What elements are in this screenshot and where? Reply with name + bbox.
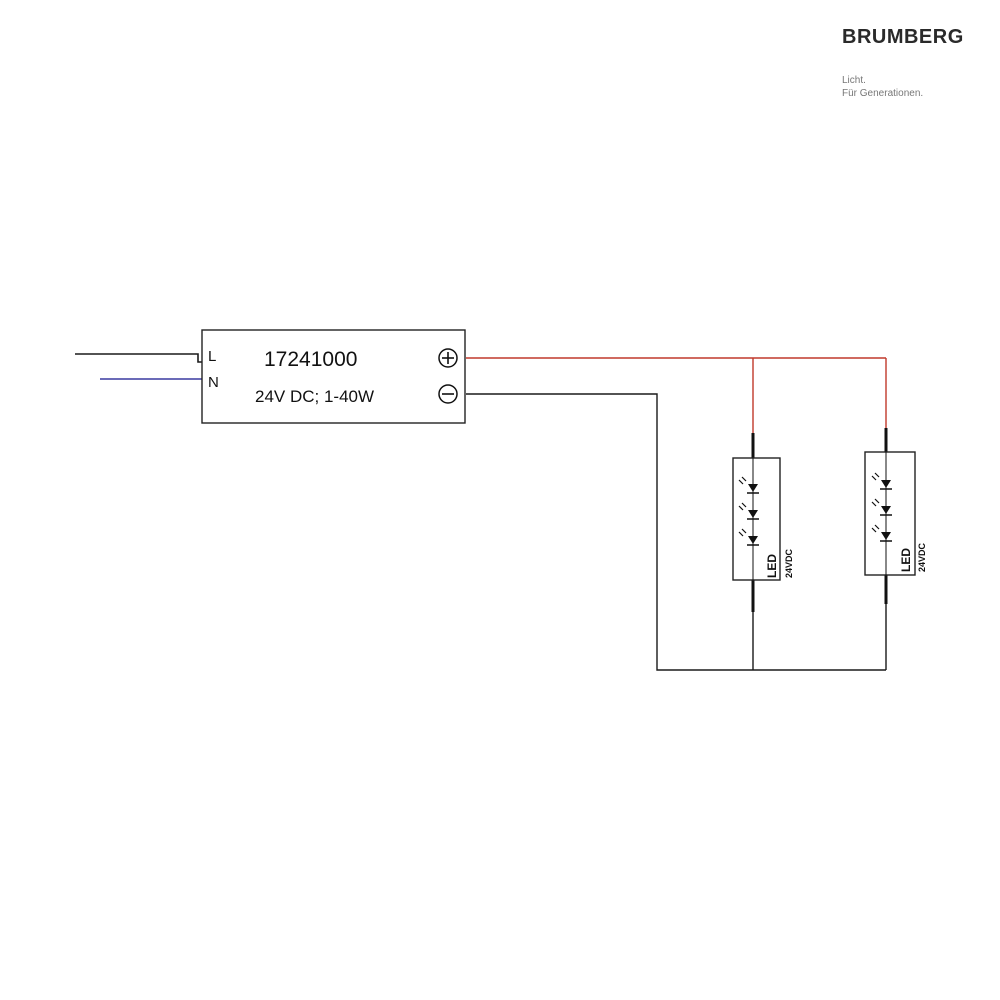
led-module-label: LED <box>765 554 779 578</box>
driver-rating: 24V DC; 1-40W <box>255 387 374 406</box>
positive-wire <box>466 357 887 433</box>
driver-input-n-label: N <box>208 374 219 391</box>
driver-model-number: 17241000 <box>264 348 357 371</box>
led-diode-icon <box>871 472 892 490</box>
led-diode-icon <box>738 528 759 546</box>
led-diode-icon <box>871 524 892 542</box>
led-diode-icon <box>871 498 892 516</box>
led-module-voltage: 24VDC <box>917 542 927 572</box>
led-module-1: LED 24VDC <box>732 433 794 612</box>
brand-tagline-line-1: Licht. <box>842 75 866 86</box>
led-diode-icon <box>738 476 759 494</box>
brand-logo: BRUMBERG Licht. Für Generationen. <box>820 18 985 108</box>
led-diode-icon <box>738 502 759 520</box>
line-wire <box>75 353 204 363</box>
brand-tagline-line-2: Für Generationen. <box>842 88 924 99</box>
led-module-2: LED 24VDC <box>864 428 927 604</box>
minus-terminal-icon <box>438 384 458 404</box>
led-module-voltage: 24VDC <box>784 548 794 578</box>
brand-name: BRUMBERG <box>842 26 964 48</box>
driver-input-l-label: L <box>208 348 216 365</box>
driver-box <box>201 329 466 424</box>
brand-tagline: Licht. Für Generationen. <box>842 74 923 100</box>
led-module-label: LED <box>899 548 913 572</box>
negative-wire <box>466 393 887 671</box>
plus-terminal-icon <box>438 348 458 368</box>
